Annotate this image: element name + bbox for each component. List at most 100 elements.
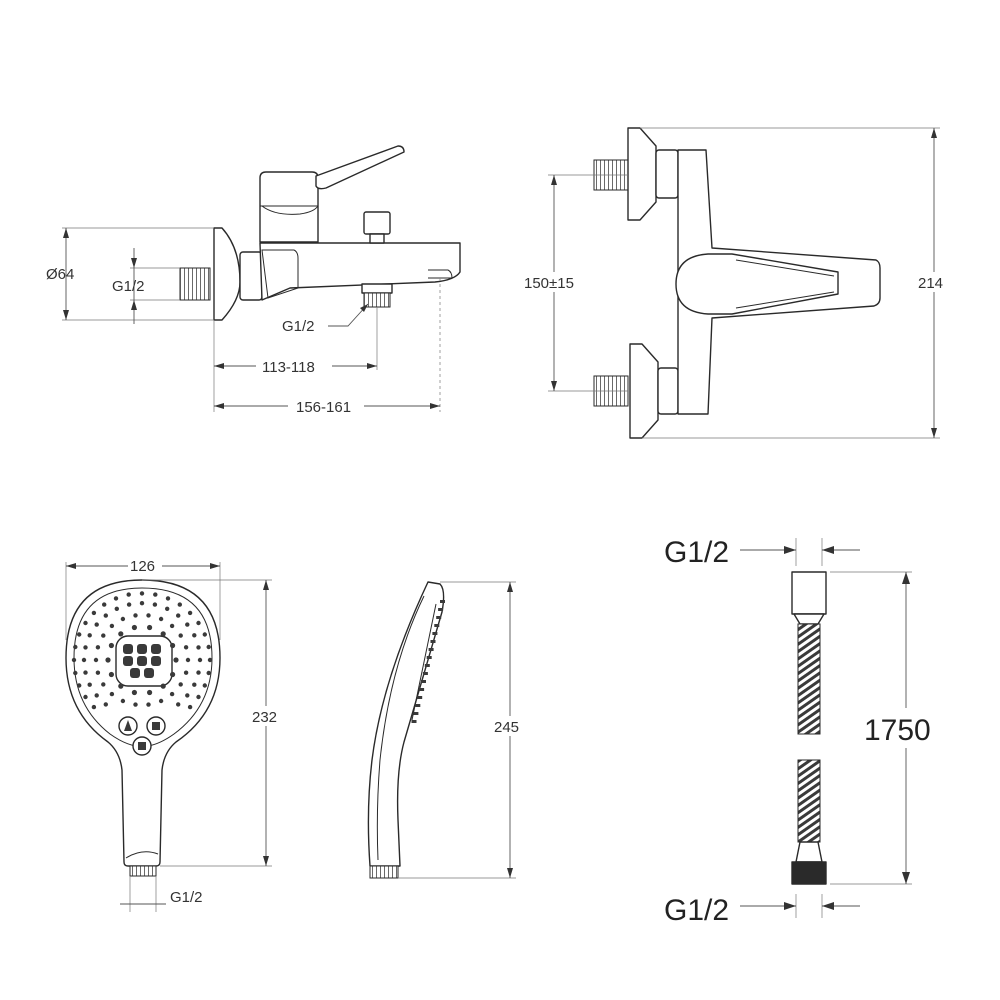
diverter-stem [369,233,385,244]
shower-nozzle [77,632,82,637]
shower-nozzle [196,620,201,626]
shower-nozzle [185,657,191,663]
shower-center-nozzle [130,668,140,678]
mixer-outlet-thread-label: G1/2 [282,318,315,335]
shower-nozzle [94,693,99,698]
shower-nozzle [101,633,106,638]
shower-nozzle [196,694,201,700]
shower-nozzle [118,683,124,689]
shower-nozzle [131,624,137,631]
shower-nozzle [158,698,164,704]
shower-nozzle [176,702,181,707]
shower-nozzle [139,591,145,596]
shower-side-outline [367,581,445,867]
shower-side-height-label: 245 [494,719,519,736]
mixer-wall-flange [213,227,241,321]
shower-width-label: 126 [130,558,155,575]
shower-nozzle [94,622,99,627]
shower-nozzle [83,645,88,650]
hose-top-thread-label: G1/2 [664,536,729,569]
shower-side-nozzle [436,616,442,619]
shower-nozzle [206,644,211,650]
shower-nozzle [83,694,88,700]
mixer-inlet-thread-label: G1/2 [112,278,145,295]
shower-nozzle [103,702,109,707]
shower-nozzle [101,682,106,687]
shower-nozzle [146,613,151,618]
shower-nozzle [83,670,88,675]
shower-nozzle [169,623,175,629]
hose-top-connector [791,571,827,615]
mixer-upper-nut [655,149,679,199]
mixer-body [259,242,461,301]
mixer-outlet-nut [361,283,393,294]
shower-side-nozzle [422,672,428,675]
shower-side-nozzle [426,656,432,659]
shower-nozzle [139,601,145,606]
shower-nozzle [158,616,164,622]
diverter-knob [363,211,391,235]
shower-nozzle [87,633,92,638]
hose-length-label: 1750 [864,714,931,747]
mixer-diameter-label: Ø64 [46,266,74,283]
shower-nozzle [152,602,158,607]
shower-nozzle [169,691,175,697]
shower-nozzle [105,657,111,663]
shower-center-nozzle [137,656,147,666]
shower-side-nozzle [424,664,430,667]
shower-nozzle [177,602,182,607]
shower-nozzle [165,596,171,601]
mixer-height-label: 214 [918,275,943,292]
hand-shower-front-view: 126 232 G1/2 [65,556,284,912]
hose-bottom-thread-label: G1/2 [664,894,729,927]
shower-side-nozzle [438,608,444,611]
shower-nozzle [153,592,158,597]
shower-nozzle [95,645,101,650]
shower-nozzle [173,657,179,663]
shower-side-nozzles [411,600,445,723]
shower-nozzle [192,682,197,687]
shower-nozzle-ring [71,591,213,710]
shower-nozzle [196,645,201,650]
shower-nozzle [160,631,166,637]
shower-nozzle [185,693,190,698]
shower-side-nozzle [428,648,434,651]
shower-center-nozzle [137,644,147,654]
shower-nozzle [114,606,120,611]
shower-nozzle [178,633,183,638]
shower-side-nozzle [434,624,440,627]
shower-nozzle [183,670,189,675]
mixer-spout-distance-label: 156-161 [296,399,351,416]
shower-nozzle [91,704,97,710]
shower-nozzle [113,596,119,601]
shower-nozzle [91,610,97,616]
shower-nozzle [133,613,138,618]
shower-side-nozzle [417,696,423,699]
shower-nozzle [109,623,115,629]
shower-nozzle [108,671,114,678]
hand-shower-side-view: 245 [367,581,528,879]
shower-nozzle [185,622,190,627]
shower-nozzle [120,616,126,622]
shower-side-nozzle [413,712,419,715]
shower-nozzle [207,657,213,663]
shower-nozzle [196,670,201,675]
shower-nozzle [77,683,82,688]
mixer-cartridge [259,171,319,243]
shower-nozzle [170,671,176,678]
shower-nozzle [197,657,203,663]
shower-center-nozzle [144,668,154,678]
shower-nozzle [147,624,153,631]
mixer-lower-nut [657,367,679,415]
shower-nozzle [95,670,101,675]
mixer-upper-flange [627,127,657,221]
shower-center-nozzle [151,644,161,654]
shower-nozzle [126,592,131,597]
shower-front-height-label: 232 [252,709,277,726]
shower-nozzle [187,704,193,710]
shower-center-nozzle [151,656,161,666]
shower-nozzle [202,632,207,637]
mixer-side-view: Ø64 G1/2 G1/2 113-118 156-161 [46,145,461,416]
hose-bottom-nut [791,861,827,885]
shower-nozzle [170,642,176,649]
